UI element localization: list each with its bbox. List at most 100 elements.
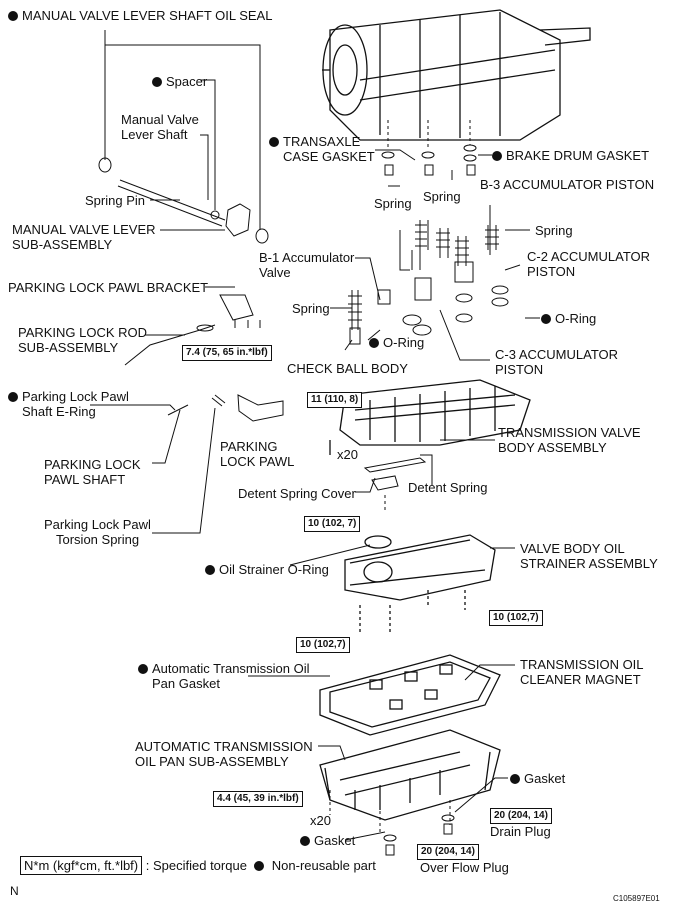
- label-strainer-1: VALVE BODY OIL: [520, 541, 625, 556]
- label-brake-drum-gasket: BRAKE DRUM GASKET: [492, 148, 649, 163]
- label-parking-lock-pawl-shaft-2: PAWL SHAFT: [44, 472, 126, 487]
- oil-pan: [319, 729, 501, 821]
- label-parking-lock-pawl-shaft-1: PARKING LOCK: [44, 457, 141, 472]
- label-drain-plug: Drain Plug: [490, 824, 551, 839]
- label-torsion-spring-1: Parking Lock Pawl: [44, 517, 151, 532]
- label-detent-spring-cover: Detent Spring Cover: [238, 486, 356, 501]
- torque-box: 7.4 (75, 65 in.*lbf): [182, 345, 272, 361]
- non-reusable-icon: [152, 77, 162, 87]
- leader-check-ball: [344, 339, 353, 351]
- torque-box: 20 (204, 14): [417, 844, 479, 860]
- label-spring-c: Spring: [535, 223, 573, 238]
- label-oil-strainer-o-ring: Oil Strainer O-Ring: [205, 562, 329, 577]
- leader-b1: [355, 257, 381, 301]
- label-transaxle-case-gasket-2: CASE GASKET: [283, 149, 375, 164]
- transmission-case: [322, 9, 591, 141]
- legend-nonreusable: Non-reusable part: [271, 858, 376, 873]
- non-reusable-icon: [541, 314, 551, 324]
- leader-e-ring: [90, 404, 176, 411]
- legend: N*m (kgf*cm, ft.*lbf) : Specified torque…: [20, 856, 376, 875]
- label-b3-accumulator-piston: B-3 ACCUMULATOR PISTON: [480, 177, 655, 192]
- leader-oil-seal-2: [105, 44, 261, 230]
- figure-code: C105897E01: [613, 894, 660, 903]
- leader-magnet: [464, 664, 515, 681]
- label-pan-gasket-1: Automatic Transmission Oil: [138, 661, 310, 676]
- label-oil-pan-2: OIL PAN SUB-ASSEMBLY: [135, 754, 289, 769]
- label-strainer-2: STRAINER ASSEMBLY: [520, 556, 658, 571]
- leader-c2: [504, 264, 521, 271]
- non-reusable-icon: [8, 11, 18, 21]
- label-gasket-a: Gasket: [510, 771, 565, 786]
- label-manual-valve-lever-shaft-2: Lever Shaft: [121, 127, 188, 142]
- label-torsion-spring-2: Torsion Spring: [56, 532, 140, 547]
- non-reusable-icon: [138, 664, 148, 674]
- legend-unit-box: N*m (kgf*cm, ft.*lbf): [20, 856, 143, 875]
- label-c3-accumulator-2: PISTON: [495, 362, 544, 377]
- non-reusable-icon: [510, 774, 520, 784]
- north-mark: N: [10, 884, 19, 898]
- accumulator-springs: [348, 220, 499, 330]
- non-reusable-icon: [269, 137, 279, 147]
- torque-box: 10 (102, 7): [304, 516, 361, 532]
- pan-gasket: [319, 654, 501, 736]
- non-reusable-icon: [300, 836, 310, 846]
- non-reusable-icon: [492, 151, 502, 161]
- label-c2-accumulator-2: PISTON: [527, 264, 576, 279]
- label-spring-b: Spring: [374, 196, 412, 211]
- leader-torsion: [152, 407, 216, 534]
- torque-box: 4.4 (45, 39 in.*lbf): [213, 791, 303, 807]
- label-x20-a: x20: [337, 447, 358, 462]
- non-reusable-icon: [254, 861, 265, 871]
- label-parking-lock-rod-1: PARKING LOCK ROD: [18, 325, 148, 340]
- label-x20-b: x20: [310, 813, 331, 828]
- detent-spring-part: [363, 457, 427, 473]
- label-parking-lock-pawl-1: PARKING: [220, 439, 278, 454]
- accumulator-pistons: [349, 261, 509, 345]
- label-manual-valve-lever-shaft-1: Manual Valve: [121, 112, 199, 127]
- label-o-ring-right: O-Ring: [541, 311, 596, 326]
- label-over-flow-plug: Over Flow Plug: [420, 860, 509, 875]
- leader-gasket-b: [344, 831, 386, 841]
- label-spring-d: Spring: [292, 301, 330, 316]
- label-b1-accumulator-2: Valve: [259, 265, 291, 280]
- torque-box: 10 (102,7): [489, 610, 543, 626]
- label-spring-a: Spring: [423, 189, 461, 204]
- label-e-ring-1: Parking Lock Pawl: [8, 389, 129, 404]
- label-parking-lock-pawl-2: LOCK PAWL: [220, 454, 295, 469]
- label-manual-valve-lever-2: SUB-ASSEMBLY: [12, 237, 113, 252]
- case-gaskets: [381, 120, 477, 176]
- label-check-ball-body: CHECK BALL BODY: [287, 361, 408, 376]
- leader-pawl-shaft: [152, 409, 181, 464]
- leader-c3: [439, 309, 490, 361]
- label-detent-spring: Detent Spring: [408, 480, 488, 495]
- torque-box: 11 (110, 8): [307, 392, 363, 408]
- non-reusable-icon: [8, 392, 18, 402]
- parking-lock-parts: [124, 294, 284, 422]
- label-valve-body-1: TRANSMISSION VALVE: [498, 425, 641, 440]
- label-magnet-2: CLEANER MAGNET: [520, 672, 641, 687]
- valve-body: [329, 379, 531, 455]
- label-c2-accumulator-1: C-2 ACCUMULATOR: [527, 249, 651, 264]
- detent-cover-part: [371, 475, 399, 491]
- label-spring-pin: Spring Pin: [85, 193, 145, 208]
- leader-transaxle: [375, 149, 416, 161]
- label-parking-lock-rod-2: SUB-ASSEMBLY: [18, 340, 119, 355]
- label-o-ring-left: O-Ring: [369, 335, 424, 350]
- leader-gasket-a: [454, 777, 508, 813]
- leader-spacer: [200, 79, 216, 210]
- label-oil-seal: MANUAL VALVE LEVER SHAFT OIL SEAL: [8, 8, 272, 23]
- label-pan-gasket-2: Pan Gasket: [152, 676, 220, 691]
- label-gasket-b: Gasket: [300, 833, 355, 848]
- leader-detent-spring: [420, 454, 433, 485]
- label-valve-body-2: BODY ASSEMBLY: [498, 440, 607, 455]
- legend-unit-text: : Specified torque: [145, 858, 247, 873]
- torque-box: 20 (204, 14): [490, 808, 552, 824]
- torque-box: 10 (102,7): [296, 637, 350, 653]
- label-manual-valve-lever-1: MANUAL VALVE LEVER: [12, 222, 156, 237]
- non-reusable-icon: [369, 338, 379, 348]
- manual-valve-shaft: [98, 157, 269, 244]
- leader-manual-shaft: [200, 134, 209, 200]
- label-parking-lock-pawl-bracket: PARKING LOCK PAWL BRACKET: [8, 280, 209, 295]
- non-reusable-icon: [205, 565, 215, 575]
